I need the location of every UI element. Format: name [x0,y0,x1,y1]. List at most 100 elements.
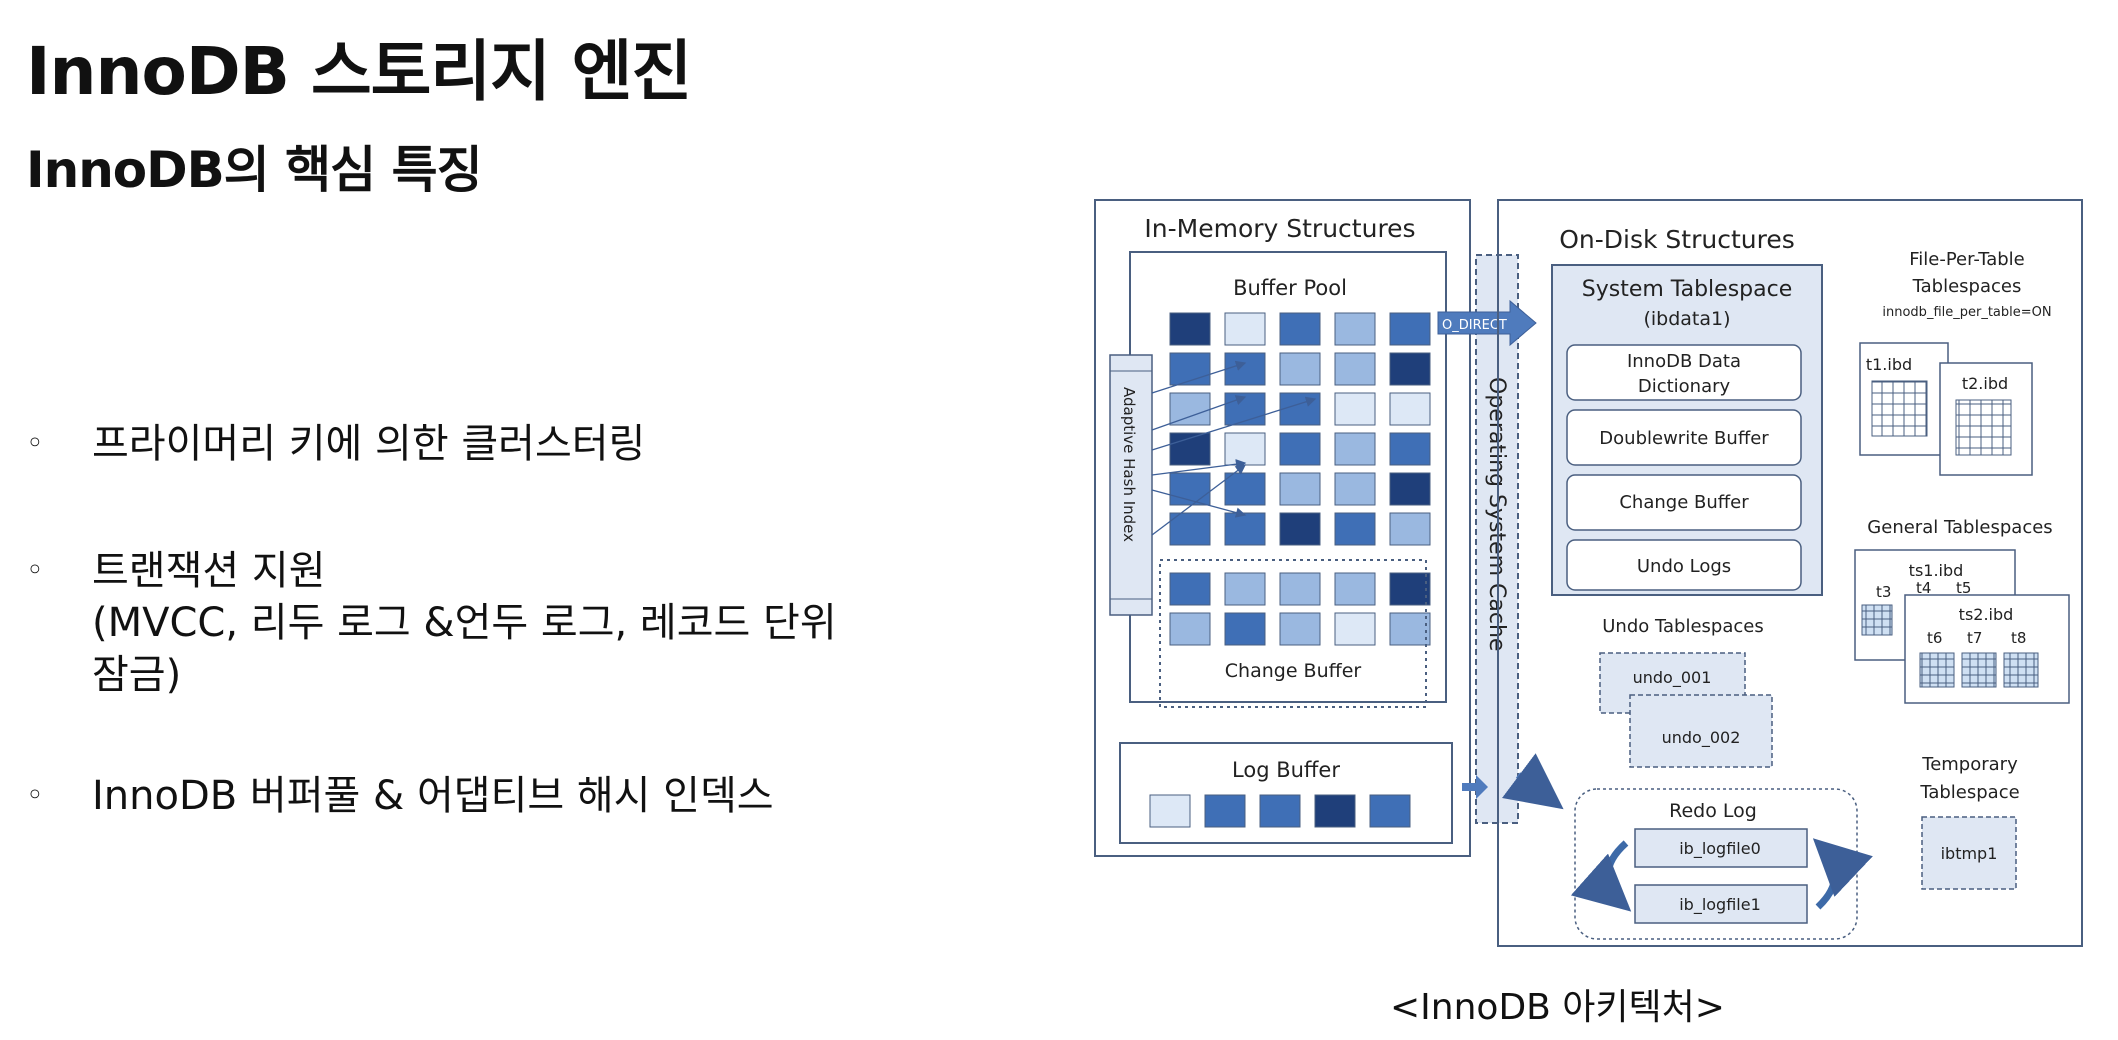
general-tablespaces-label: General Tablespaces [1867,517,2052,538]
buffer-page [1224,472,1266,506]
buffer-pool-label: Buffer Pool [1233,276,1347,300]
buffer-page [1334,312,1376,346]
change-buffer-disk-label: Change Buffer [1619,492,1749,513]
buffer-page [1389,612,1431,646]
buffer-page [1169,612,1211,646]
buffer-page [1169,572,1211,606]
buffer-page [1279,392,1321,426]
log-flush-arrow [1462,775,1488,799]
t4-label: t4 [1916,579,1931,597]
ib-logfile1-box [1634,884,1808,924]
ib-logfile1-label: ib_logfile1 [1679,895,1761,915]
log-buffer-page [1314,794,1356,828]
bullet-text: (MVCC, 리두 로그 &언두 로그, 레코드 단위 [92,600,837,646]
t3-label: t3 [1876,583,1891,601]
log-buffer-page [1259,794,1301,828]
ibtmp1-box [1921,816,2017,890]
t1-table-icon [1871,380,1928,437]
redo-cycle-arrow-left [1570,840,1632,912]
os-to-redo-arrow [1502,753,1564,810]
buffer-page [1389,512,1431,546]
buffer-page [1279,472,1321,506]
buffer-page [1224,392,1266,426]
o-direct-label: O_DIRECT [1442,318,1507,333]
buffer-page [1334,612,1376,646]
buffer-page [1224,572,1266,606]
temporary-label-2: Tablespace [1919,782,2019,803]
system-tablespace-label: System Tablespace [1582,277,1792,302]
buffer-page [1169,512,1211,546]
doublewrite-buffer-box [1566,409,1802,466]
buffer-page [1334,472,1376,506]
buffer-page [1169,352,1211,386]
buffer-page [1334,352,1376,386]
ts1-ibd-label: ts1.ibd [1909,561,1964,580]
bullet-marker: ◦ [26,778,44,813]
buffer-page [1279,512,1321,546]
change-buffer-memory-label: Change Buffer [1225,660,1362,682]
buffer-page [1334,432,1376,466]
buffer-page [1389,572,1431,606]
doublewrite-buffer-label: Doublewrite Buffer [1599,428,1769,449]
hash-pointer-arrows [1151,360,1317,536]
buffer-pool-pages [1169,312,1431,646]
buffer-page [1389,392,1431,426]
ib-logfile0-label: ib_logfile0 [1679,839,1761,859]
undo-001-label: undo_001 [1633,668,1712,688]
t2-table-icon [1955,399,2012,456]
buffer-page [1334,512,1376,546]
undo-tablespaces-label: Undo Tablespaces [1602,616,1763,637]
log-buffer-page [1369,794,1411,828]
adaptive-hash-index-label: Adaptive Hash Index [1120,387,1138,542]
buffer-page [1224,432,1266,466]
t2-ibd-label: t2.ibd [1962,374,2008,393]
on-disk-panel [1497,199,2083,947]
data-dictionary-box [1566,344,1802,401]
log-buffer-label: Log Buffer [1232,758,1340,782]
buffer-page [1224,352,1266,386]
buffer-page [1224,612,1266,646]
buffer-page [1224,512,1266,546]
bullet-marker: ◦ [26,553,44,588]
undo-002-label: undo_002 [1662,728,1741,748]
buffer-page [1389,432,1431,466]
buffer-page [1279,572,1321,606]
buffer-page [1334,572,1376,606]
buffer-page [1334,392,1376,426]
buffer-page [1389,352,1431,386]
redo-log-label: Redo Log [1669,800,1757,822]
file-per-table-label-1: File-Per-Table [1909,249,2025,270]
buffer-page [1279,432,1321,466]
t5-label: t5 [1956,579,1971,597]
buffer-page [1279,352,1321,386]
buffer-page [1224,312,1266,346]
t7-label: t7 [1967,629,1982,647]
log-buffer-page [1149,794,1191,828]
temporary-label-1: Temporary [1921,754,2018,775]
redo-cycle-arrow-right [1812,838,1873,910]
undo-logs-label: Undo Logs [1637,556,1731,577]
ibdata1-label: (ibdata1) [1643,308,1730,330]
adaptive-hash-index-bar [1109,354,1153,616]
file-per-table-setting: innodb_file_per_table=ON [1882,305,2051,320]
t6-table-icon [1919,652,1955,688]
in-memory-title: In-Memory Structures [1144,214,1415,243]
file-per-table-label-2: Tablespaces [1912,276,2022,297]
t1-ibd-label: t1.ibd [1866,355,1912,374]
bullet-marker: ◦ [26,426,44,461]
buffer-page [1279,312,1321,346]
t8-label: t8 [2011,629,2026,647]
ib-logfile0-box [1634,828,1808,868]
bullet-text: InnoDB 버퍼풀 & 어댑티브 해시 인덱스 [92,773,774,819]
bullet-text: 트랜잭션 지원 [92,548,326,594]
page-title: InnoDB 스토리지 엔진 [26,33,692,110]
log-buffer-page [1204,794,1246,828]
buffer-page [1169,392,1211,426]
on-disk-title: On-Disk Structures [1559,225,1795,254]
change-buffer-memory-box [1159,559,1427,708]
buffer-page [1389,312,1431,346]
buffer-page [1389,472,1431,506]
bullet-text: 프라이머리 키에 의한 클러스터링 [92,421,646,467]
buffer-page [1279,612,1321,646]
os-cache-label: Operating System Cache [1484,377,1509,651]
